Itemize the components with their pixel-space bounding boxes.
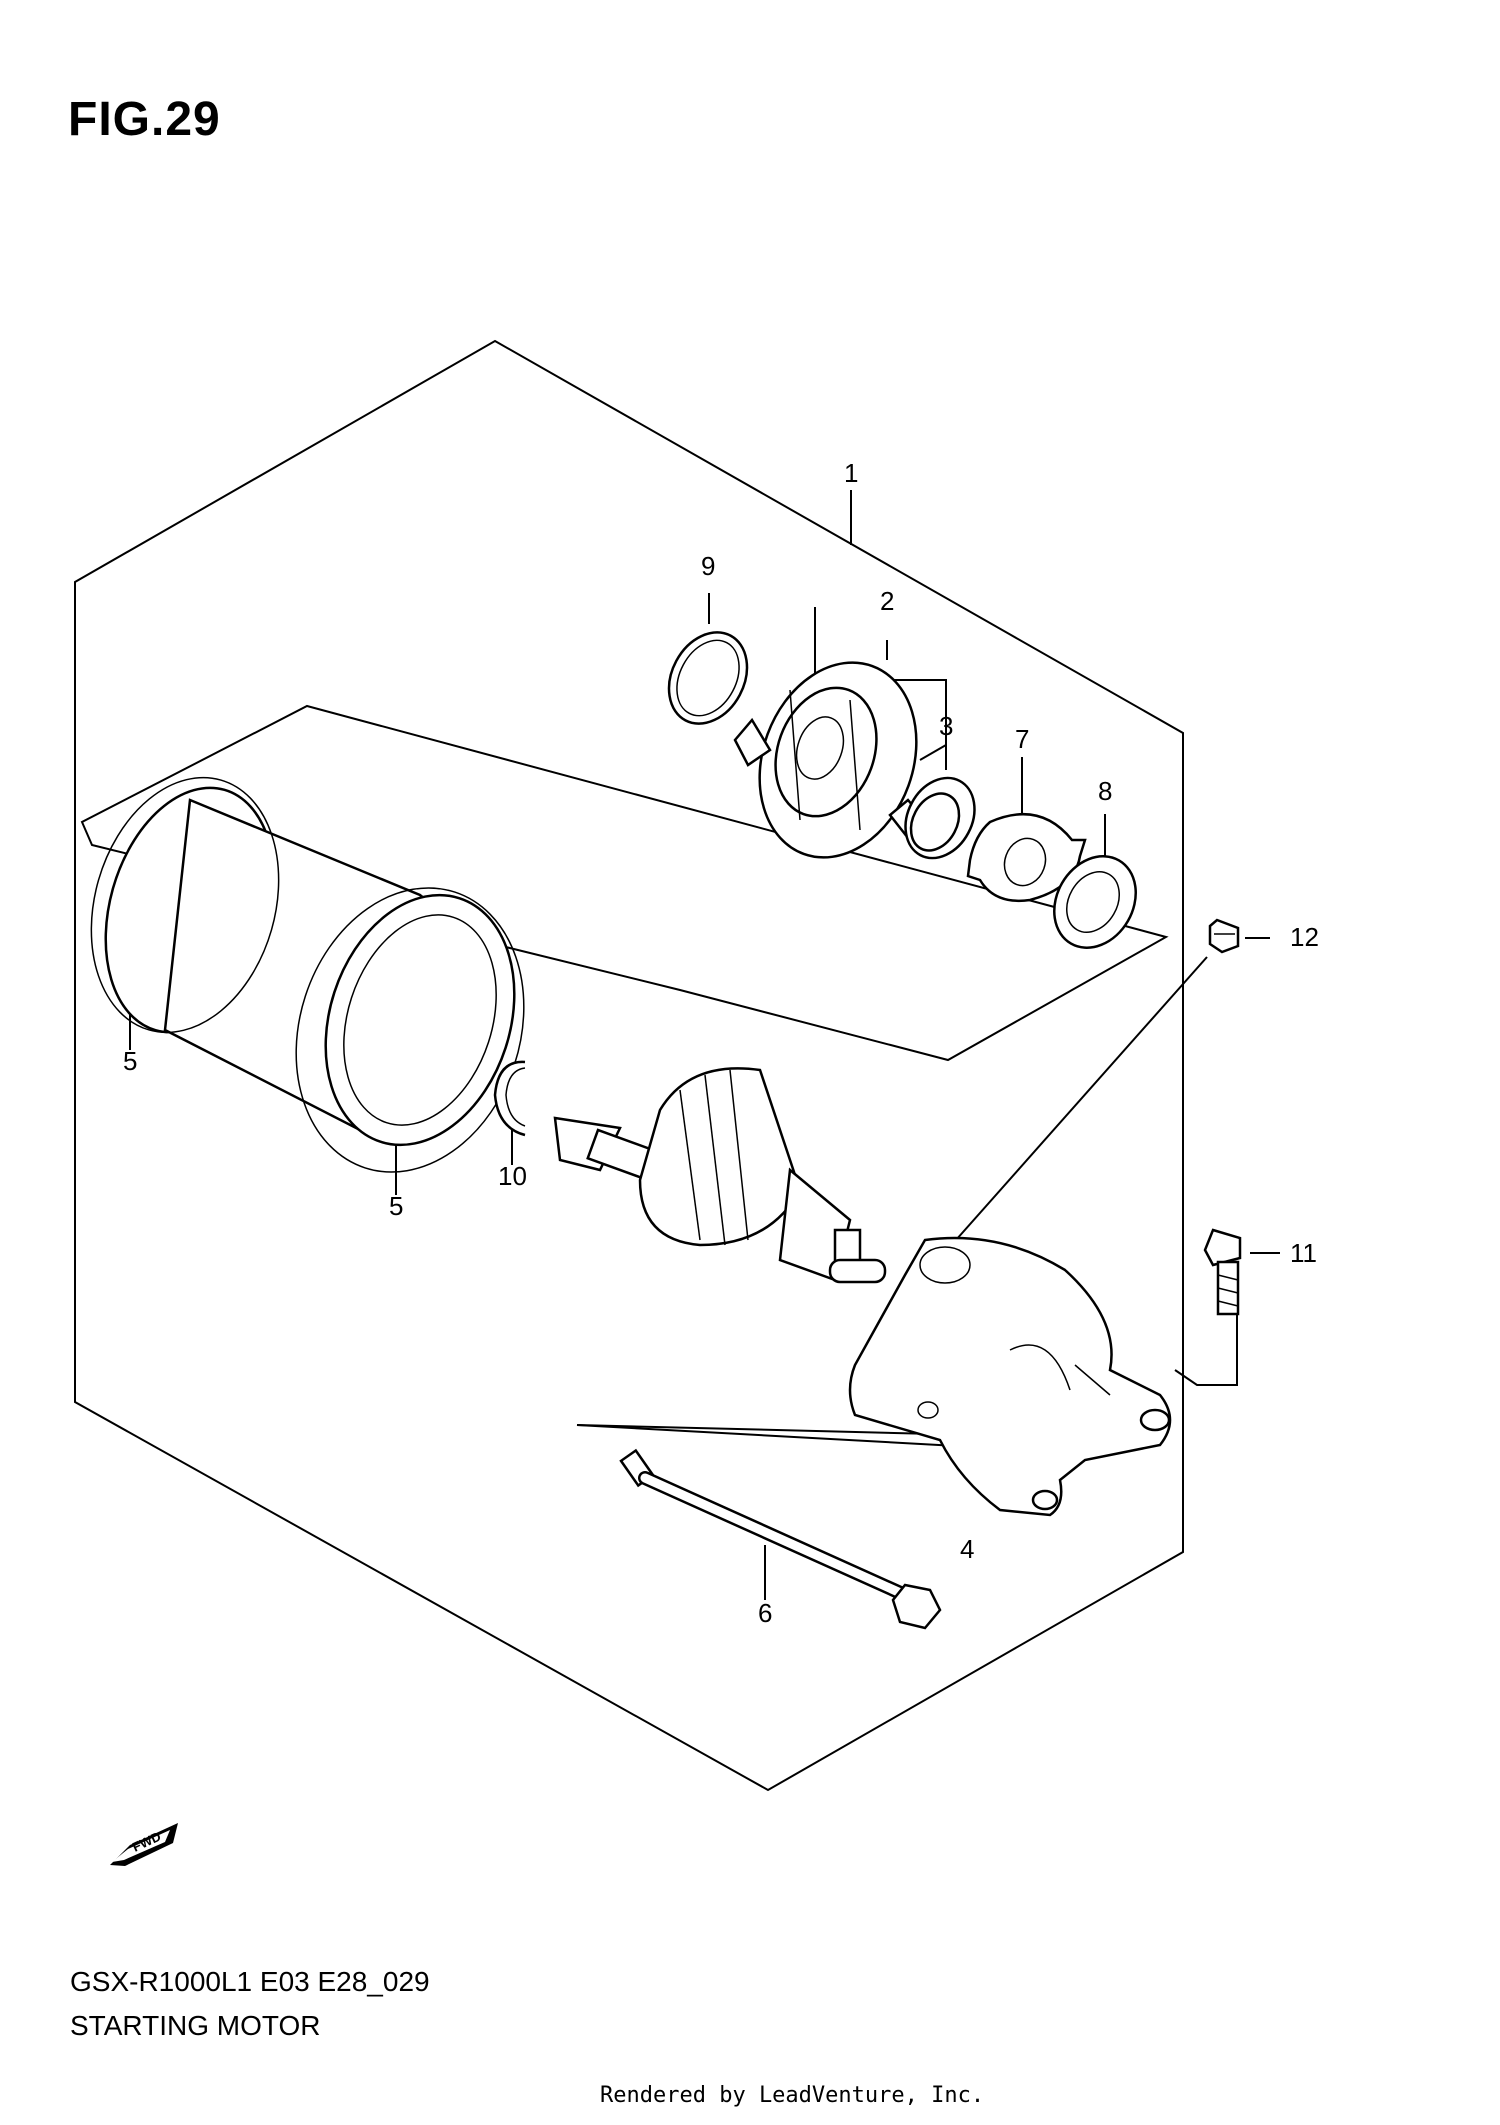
figure-title: FIG.29 [68, 93, 221, 146]
callout-10: 10 [498, 1161, 527, 1191]
leader-lines [129, 490, 1280, 1600]
subassembly-boundary [80, 704, 1169, 1062]
callout-8: 8 [1098, 776, 1112, 806]
model-code: GSX-R1000L1 E03 E28_029 [70, 1966, 430, 1997]
armature [553, 1067, 887, 1284]
part-7-tab-washer [966, 813, 1087, 903]
part-6-through-bolt [619, 1448, 942, 1630]
part-5-yoke-housing [90, 776, 525, 1173]
callout-5-right: 5 [389, 1191, 403, 1221]
part-12-screw [1208, 918, 1240, 954]
part-8-washer [1053, 855, 1137, 949]
part-9-o-ring [667, 631, 749, 725]
assembly-boundary [74, 339, 1184, 1792]
part-11-bolt [1203, 1228, 1242, 1316]
callout-1: 1 [844, 458, 858, 488]
fwd-direction-badge: FWD [110, 1823, 178, 1866]
callout-7: 7 [1015, 724, 1029, 754]
callout-5-left: 5 [123, 1046, 137, 1076]
callout-9: 9 [701, 551, 715, 581]
part-10-circlip [493, 1060, 526, 1137]
callout-6: 6 [758, 1598, 772, 1628]
callout-4: 4 [960, 1534, 974, 1564]
render-credit: Rendered by LeadVenture, Inc. [600, 2083, 985, 2108]
part-3-oil-seal [904, 776, 976, 860]
part-2-front-cover [733, 661, 927, 859]
section-name: STARTING MOTOR [70, 2010, 321, 2041]
callout-2: 2 [880, 586, 894, 616]
callout-12: 12 [1290, 922, 1319, 952]
callout-11: 11 [1290, 1238, 1317, 1268]
callout-3: 3 [939, 711, 953, 741]
part-4-rear-housing [848, 1236, 1172, 1517]
callout-labels: 1 2 3 4 5 5 6 7 8 9 10 11 12 [123, 458, 1319, 1628]
